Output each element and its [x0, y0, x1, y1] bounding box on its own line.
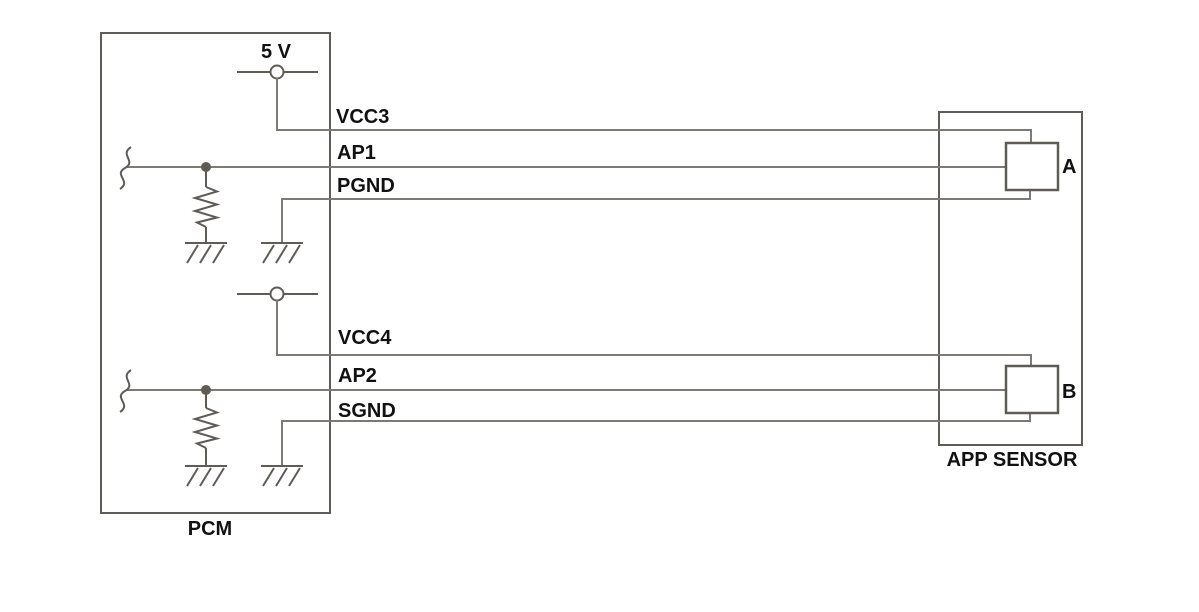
pcm-box	[100, 32, 331, 514]
pin-label-ap1: AP1	[337, 142, 376, 164]
resistor-ap1	[191, 167, 221, 243]
pin-label-vcc3: VCC3	[336, 106, 390, 128]
sensor-element-b	[1004, 364, 1060, 415]
wire-break-icon	[119, 146, 132, 190]
app-sensor-box	[938, 111, 1083, 446]
ground-icon-sgnd	[260, 465, 304, 487]
wire-sgnd	[281, 412, 1031, 465]
wire-vcc3	[276, 78, 1032, 144]
supply-5v-label: 5 V	[260, 41, 292, 63]
pcm-label: PCM	[187, 518, 233, 540]
pin-label-pgnd: PGND	[337, 175, 395, 197]
ground-icon-pgnd	[260, 242, 304, 264]
ground-icon-ap1	[184, 242, 228, 264]
pin-label-sgnd: SGND	[338, 400, 396, 422]
sensor-element-a	[1004, 141, 1060, 192]
supply-terminal-2	[237, 286, 318, 302]
sensor-a-label: A	[1062, 156, 1077, 178]
ground-icon-ap2	[184, 465, 228, 487]
wire-pgnd	[281, 189, 1031, 242]
pin-label-ap2: AP2	[338, 365, 377, 387]
wire-vcc4	[276, 300, 1032, 367]
resistor-ap2	[191, 390, 221, 466]
supply-terminal-5v	[237, 64, 318, 80]
app-sensor-label: APP SENSOR	[946, 449, 1078, 471]
sensor-b-label: B	[1062, 381, 1077, 403]
wire-break-icon	[119, 369, 132, 413]
pin-label-vcc4: VCC4	[338, 327, 392, 349]
